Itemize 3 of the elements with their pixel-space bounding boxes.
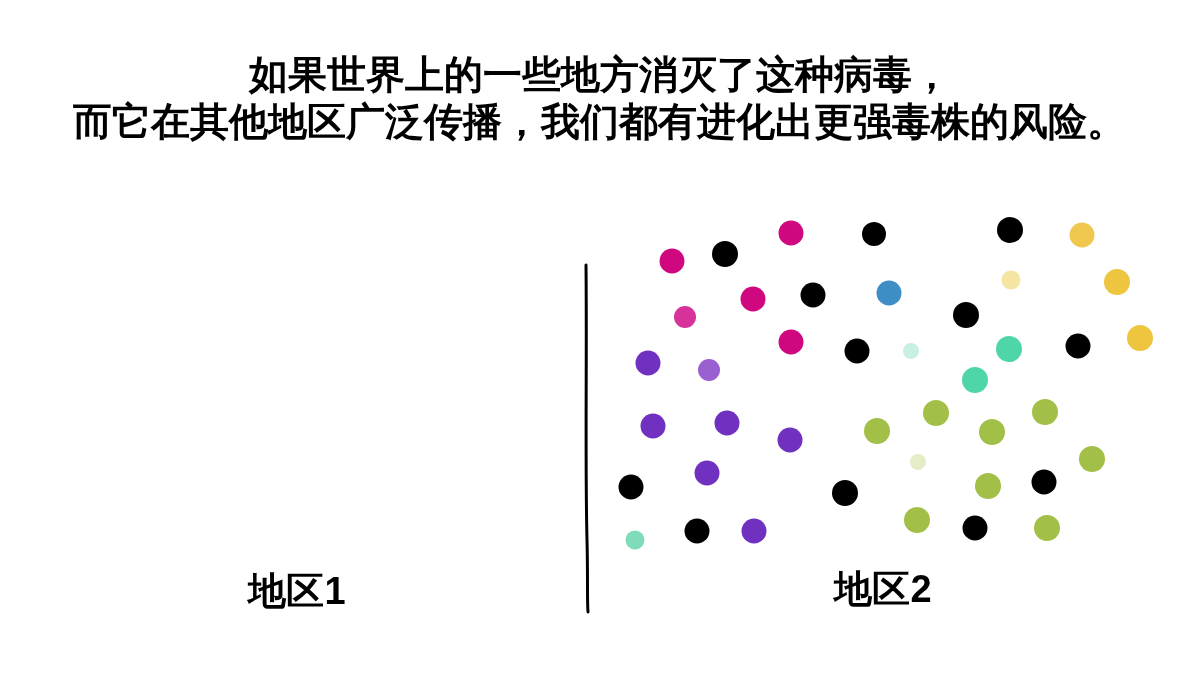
region-label: 地区1 [248,569,346,613]
title-heading: 如果世界上的一些地方消灭了这种病毒，而它在其他地区广泛传播，我们都有进化出更强毒株的风险。 [72,52,1128,145]
region-label: 地区2 [834,567,932,611]
